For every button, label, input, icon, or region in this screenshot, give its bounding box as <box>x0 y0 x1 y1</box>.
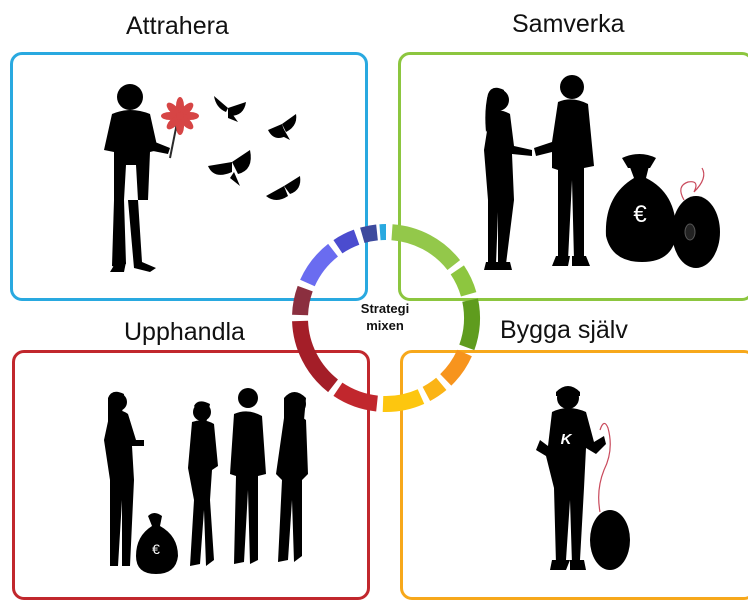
ring-segment <box>383 397 421 404</box>
ring-segment <box>457 270 468 294</box>
butterfly-icon <box>268 114 296 140</box>
euro-symbol: € <box>152 541 160 557</box>
badge-letter: K <box>561 431 573 448</box>
man-with-flower-icon <box>104 84 170 272</box>
man-silhouette-icon <box>534 75 594 266</box>
money-bag-icon: € <box>136 513 178 574</box>
ring-segment <box>426 384 441 394</box>
butterfly-icon <box>214 96 246 122</box>
ring-segment <box>338 237 357 247</box>
center-label-line2: mixen <box>340 317 430 334</box>
ring-segment <box>300 289 305 315</box>
woman-silhouette-icon <box>104 392 144 566</box>
ring-segment <box>300 321 333 386</box>
ring-segment <box>307 250 333 283</box>
ring-segment <box>362 232 377 235</box>
woman-silhouette-icon <box>276 392 308 562</box>
ring-segment <box>446 353 465 380</box>
ring-segment <box>467 300 472 347</box>
ring-segment <box>338 389 377 403</box>
butterfly-icon <box>208 150 251 186</box>
money-bag-icon: € <box>606 154 676 262</box>
man-silhouette-icon <box>230 388 266 564</box>
center-label-line1: Strategi <box>340 300 430 317</box>
cable-reel-icon <box>672 168 720 268</box>
woman-silhouette-icon <box>484 88 532 270</box>
center-label: Strategi mixen <box>340 300 430 334</box>
butterfly-icon <box>266 176 300 200</box>
ring-segment <box>392 232 454 265</box>
euro-symbol: € <box>633 201 647 228</box>
woman-silhouette-icon <box>188 401 218 566</box>
